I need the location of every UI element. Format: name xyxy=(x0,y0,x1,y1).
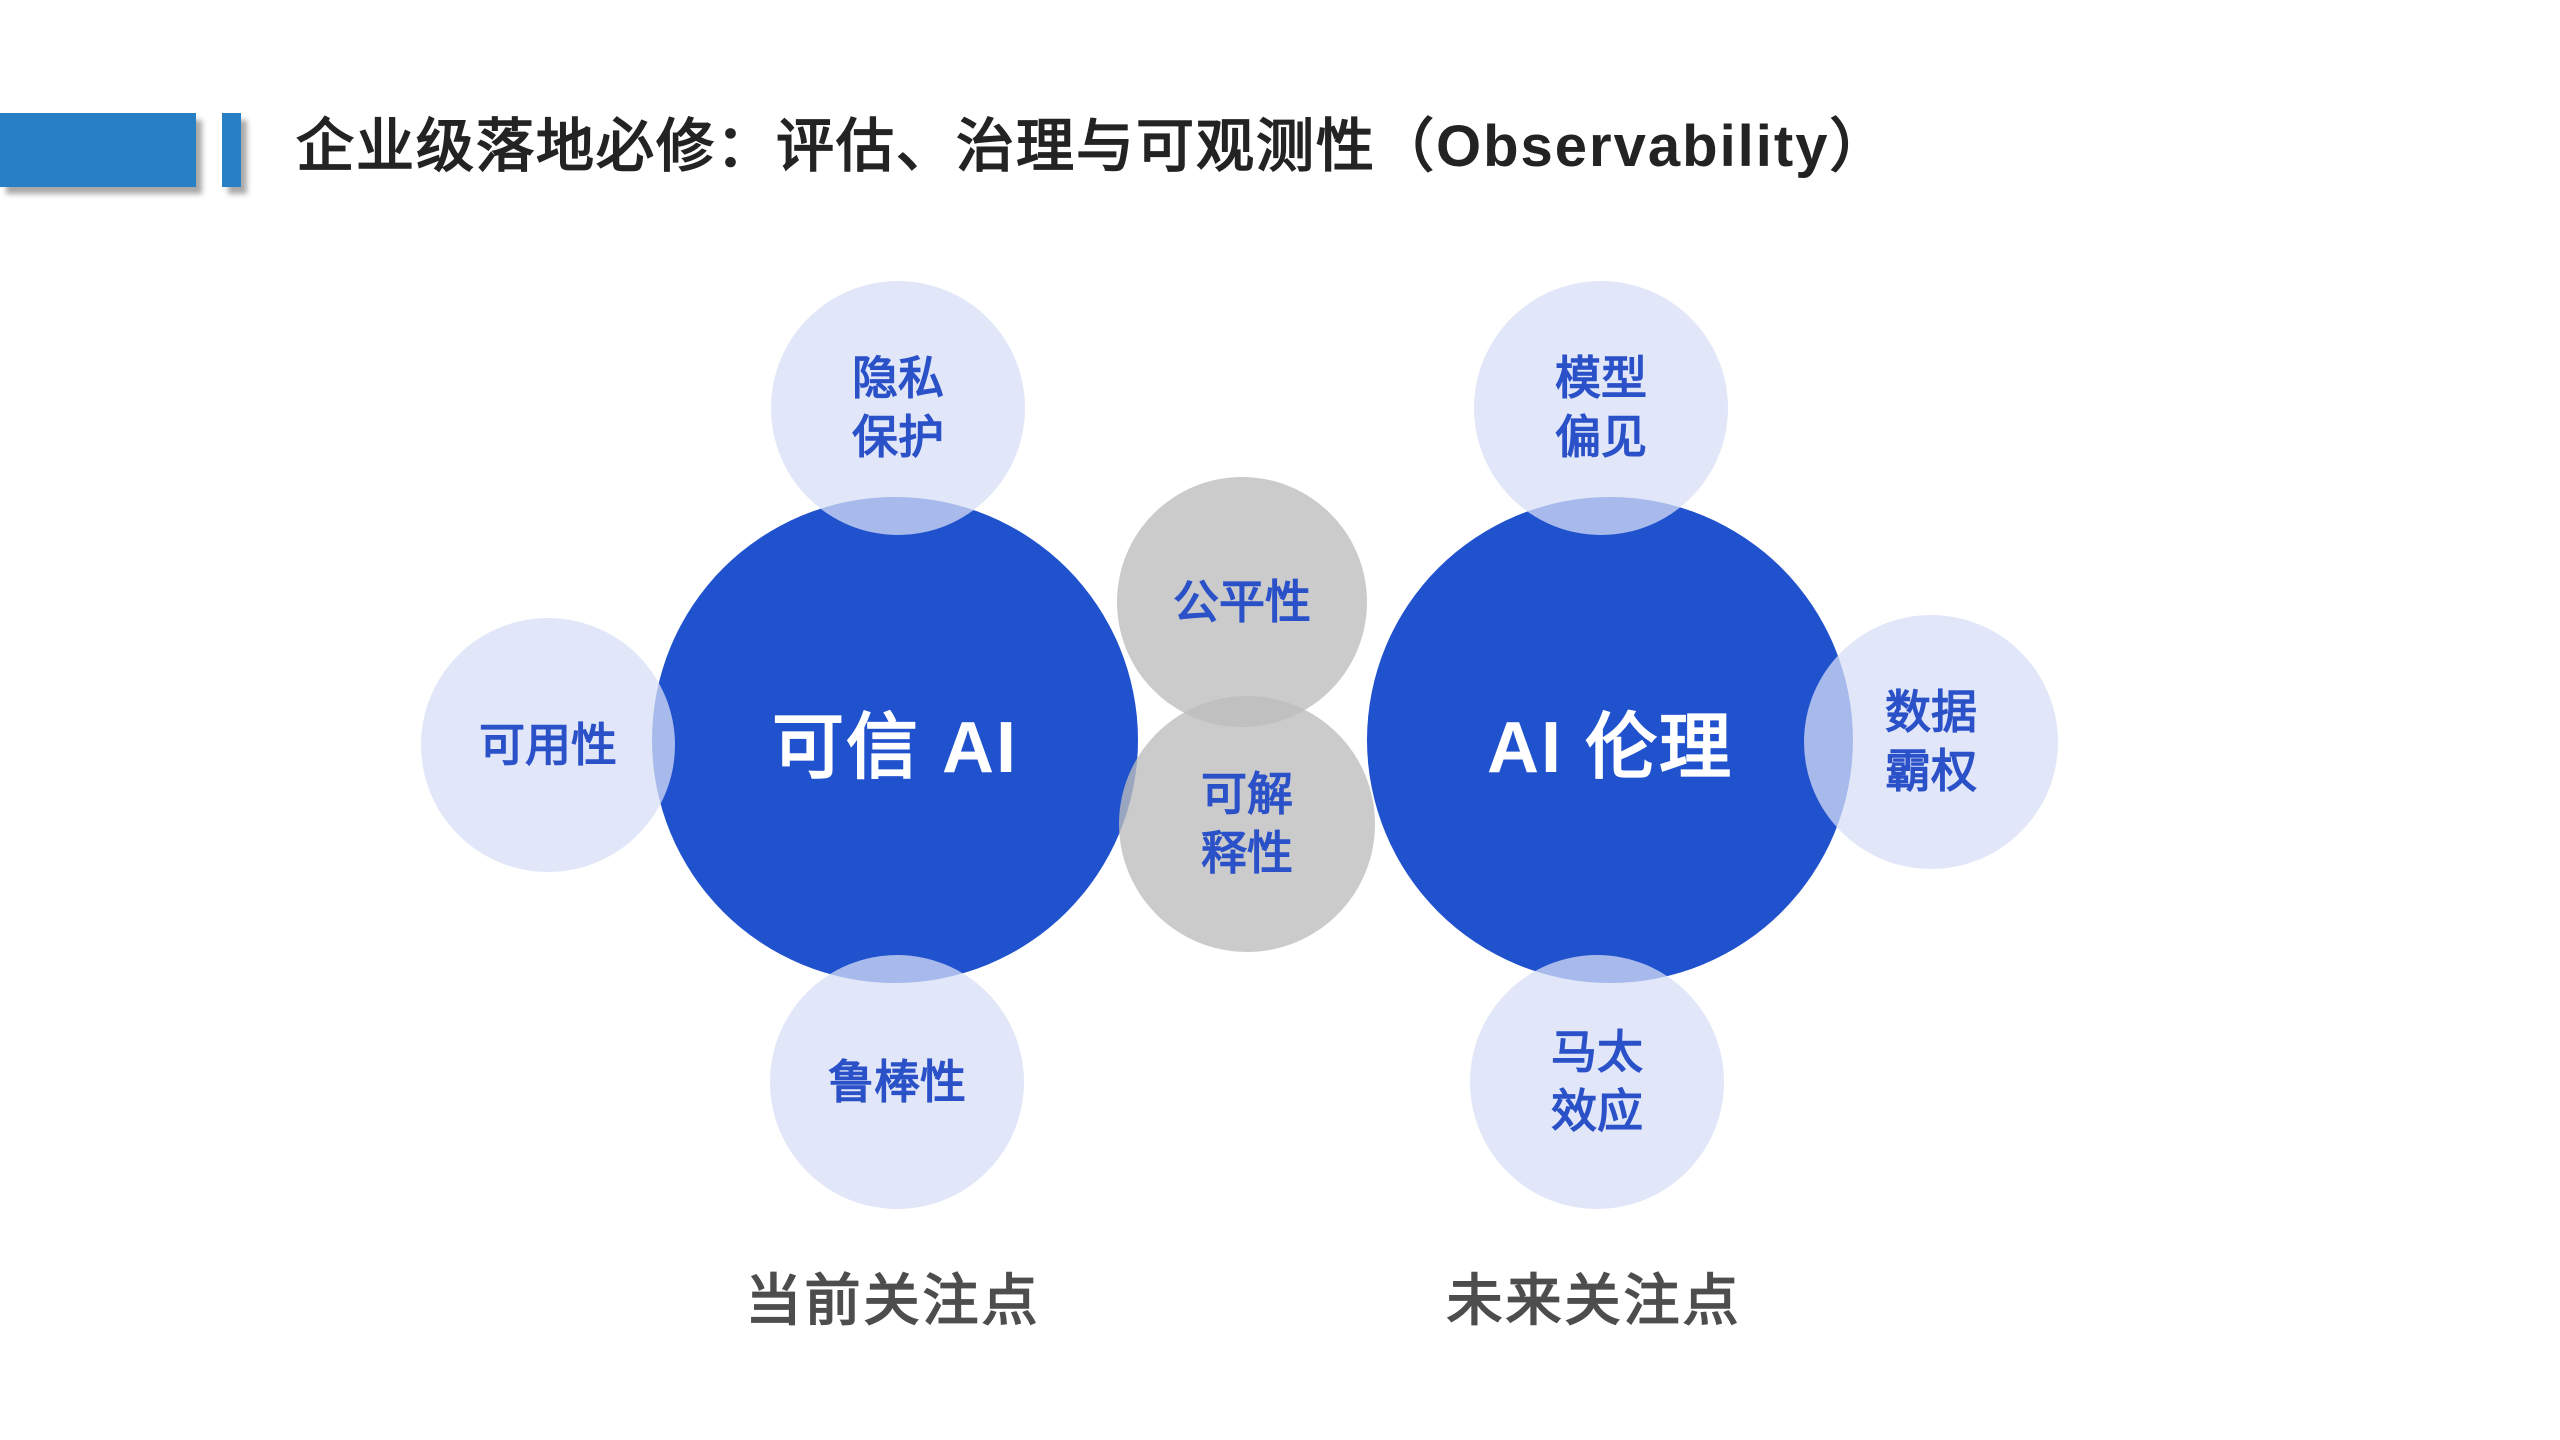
shared-label-fairness: 公平性 xyxy=(1173,575,1311,628)
accent-bar xyxy=(0,113,196,187)
satellite-circle-privacy: 隐私 保护 xyxy=(771,281,1025,535)
satellite-circle-matthew-effect: 马太 效应 xyxy=(1470,955,1724,1209)
satellite-circle-data-hegemony: 数据 霸权 xyxy=(1804,615,2058,869)
core-circle-ai-ethics: AI 伦理 xyxy=(1367,497,1853,983)
satellite-label-data-hegemony: 数据 霸权 xyxy=(1885,686,1977,797)
core-circle-trusted-ai: 可信 AI xyxy=(652,497,1138,983)
satellite-circle-robustness: 鲁棒性 xyxy=(770,955,1024,1209)
caption-future-focus: 未来关注点 xyxy=(1446,1269,1742,1332)
slide-title: 企业级落地必修：评估、治理与可观测性（Observability） xyxy=(296,114,1890,179)
shared-circle-explainability: 可解 释性 xyxy=(1119,696,1375,952)
accent-bar-small xyxy=(222,113,241,187)
satellite-label-privacy: 隐私 保护 xyxy=(852,352,944,463)
caption-current-focus: 当前关注点 xyxy=(745,1269,1041,1332)
core-label-trusted-ai: 可信 AI xyxy=(771,707,1018,788)
satellite-label-matthew-effect: 马太 效应 xyxy=(1551,1026,1643,1137)
core-label-ai-ethics: AI 伦理 xyxy=(1486,707,1733,788)
satellite-label-robustness: 鲁棒性 xyxy=(828,1055,966,1108)
satellite-label-model-bias: 模型 偏见 xyxy=(1555,352,1647,463)
shared-circle-fairness: 公平性 xyxy=(1117,477,1367,727)
satellite-circle-availability: 可用性 xyxy=(421,618,675,872)
shared-label-explainability: 可解 释性 xyxy=(1201,768,1293,879)
satellite-circle-model-bias: 模型 偏见 xyxy=(1474,281,1728,535)
satellite-label-availability: 可用性 xyxy=(479,718,617,771)
